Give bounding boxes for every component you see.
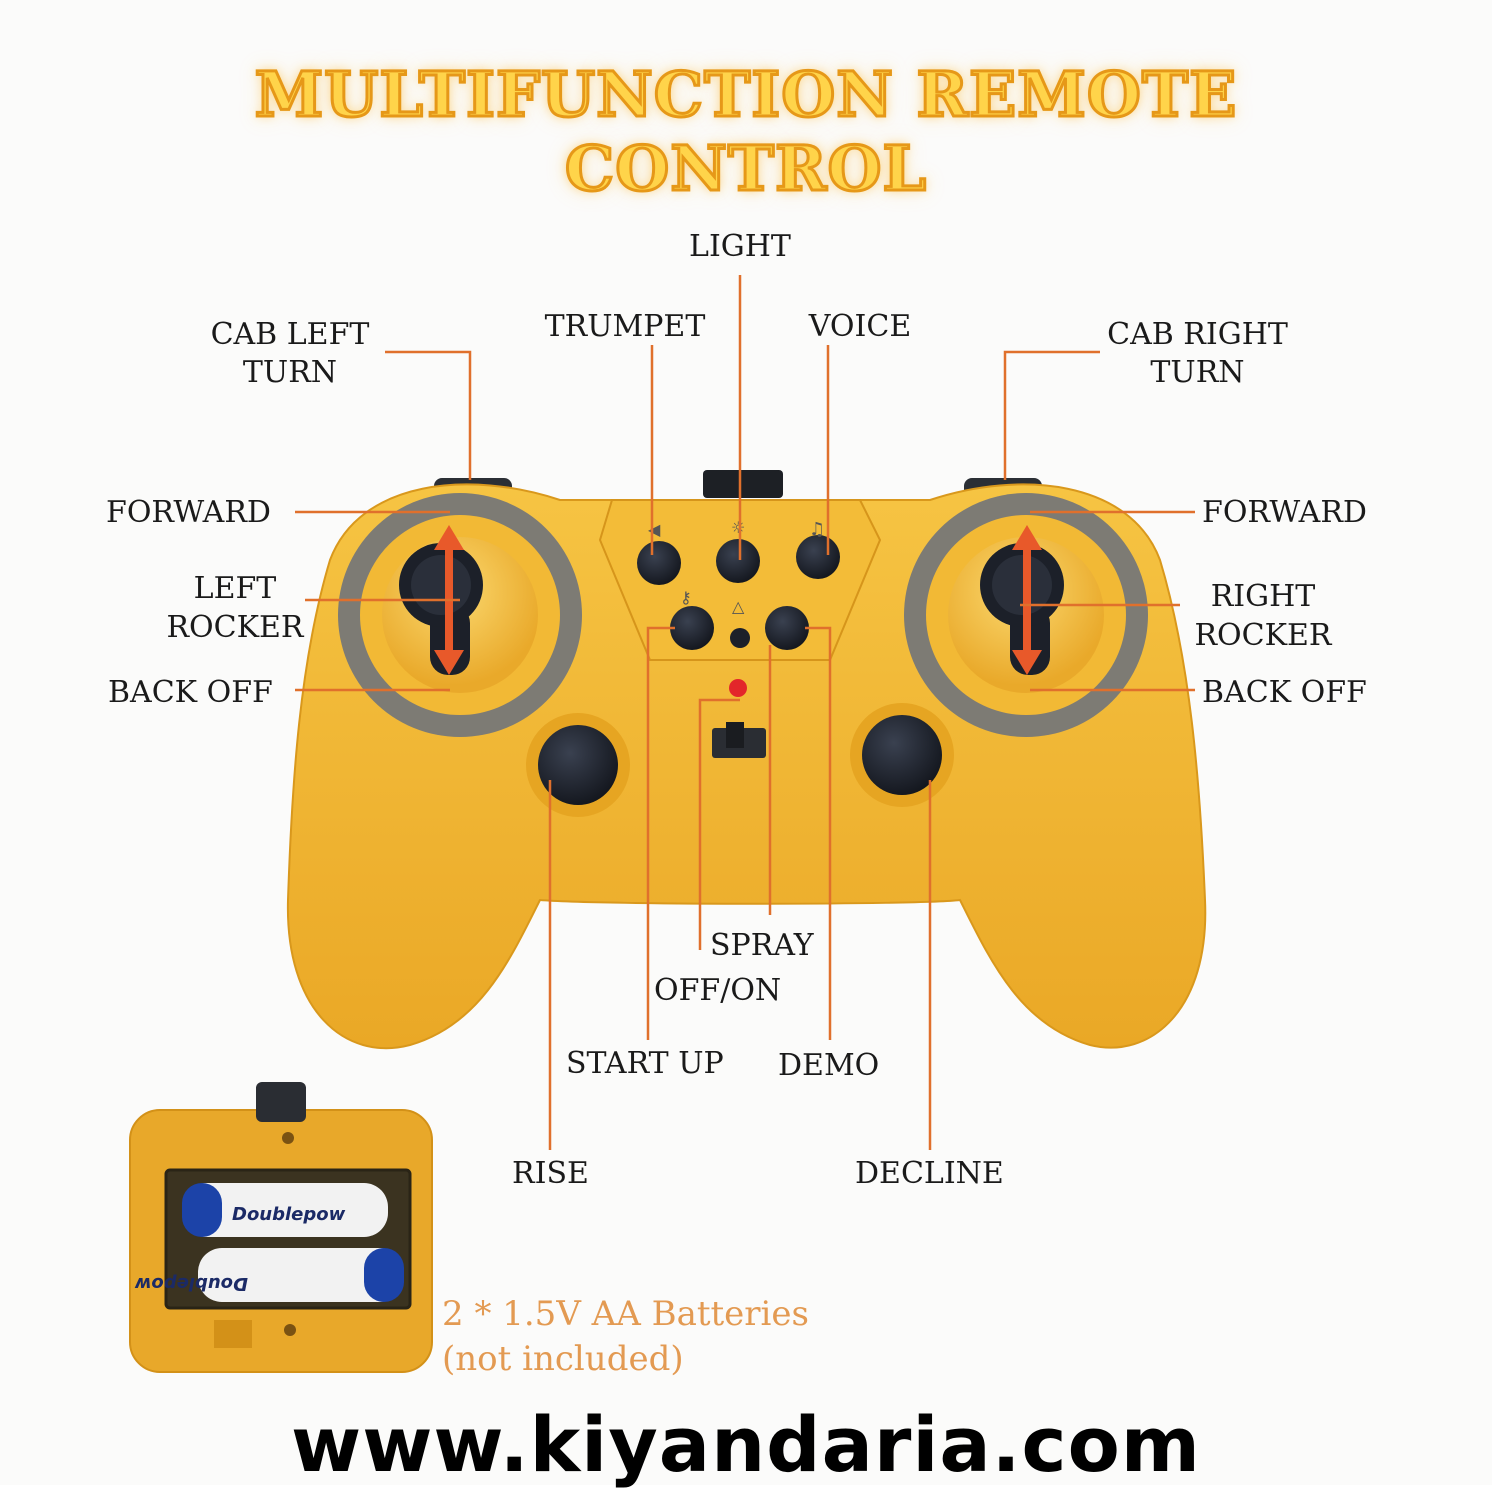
light-icon: ☼ (731, 518, 745, 537)
right-stick-arrows (1012, 525, 1042, 675)
label-forward-left: FORWARD (106, 495, 271, 530)
battery-brand-top: Doublepow (232, 1204, 346, 1225)
website-url: www.kiyandaria.com (291, 1400, 1201, 1489)
trumpet-icon: ◀ (648, 520, 661, 539)
music-icon: ♫ (809, 519, 825, 540)
title-line-1: MULTIFUNCTION REMOTE (253, 57, 1238, 133)
trumpet-button (637, 541, 681, 585)
spray-icon: △ (732, 597, 745, 616)
label-light: LIGHT (689, 229, 791, 264)
label-decline: DECLINE (855, 1156, 1004, 1191)
label-back-off-right: BACK OFF (1202, 675, 1367, 710)
key-icon: ⚷ (680, 588, 692, 607)
label-left-rocker-line2: ROCKER (166, 610, 304, 645)
spray-button (730, 628, 750, 648)
label-cab-left-turn-line2: TURN (242, 355, 338, 390)
label-start-up: START UP (566, 1046, 724, 1081)
rise-button (538, 725, 618, 805)
battery-compartment: Doublepow Doublepow (129, 1082, 433, 1373)
label-off-on: OFF/ON (654, 973, 782, 1008)
demo-button (765, 606, 809, 650)
label-voice: VOICE (808, 309, 912, 344)
label-rise: RISE (512, 1156, 589, 1191)
label-right-rocker-line2: ROCKER (1194, 618, 1332, 653)
label-left-rocker-line1: LEFT (193, 571, 277, 606)
antenna-port (703, 470, 783, 498)
label-cab-left-turn-line1: CAB LEFT (210, 317, 370, 352)
label-spray: SPRAY (710, 928, 814, 963)
label-cab-right-turn-line1: CAB RIGHT (1107, 317, 1288, 352)
label-trumpet: TRUMPET (544, 309, 706, 344)
battery-brand-bottom: Doublepow (134, 1273, 248, 1294)
light-button (716, 539, 760, 583)
title-line-2: CONTROL (563, 131, 928, 207)
battery-note-line2: (not included) (442, 1339, 684, 1379)
start-up-button (670, 606, 714, 650)
label-demo: DEMO (778, 1048, 880, 1083)
voice-button (796, 535, 840, 579)
battery-note-line1: 2 * 1.5V AA Batteries (442, 1294, 809, 1334)
power-led (729, 679, 747, 697)
leader-lines (295, 275, 1195, 1150)
decline-button (862, 715, 942, 795)
label-forward-right: FORWARD (1202, 495, 1367, 530)
label-cab-right-turn-line2: TURN (1150, 355, 1245, 390)
label-right-rocker-line1: RIGHT (1210, 579, 1316, 614)
label-back-off-left: BACK OFF (108, 675, 273, 710)
